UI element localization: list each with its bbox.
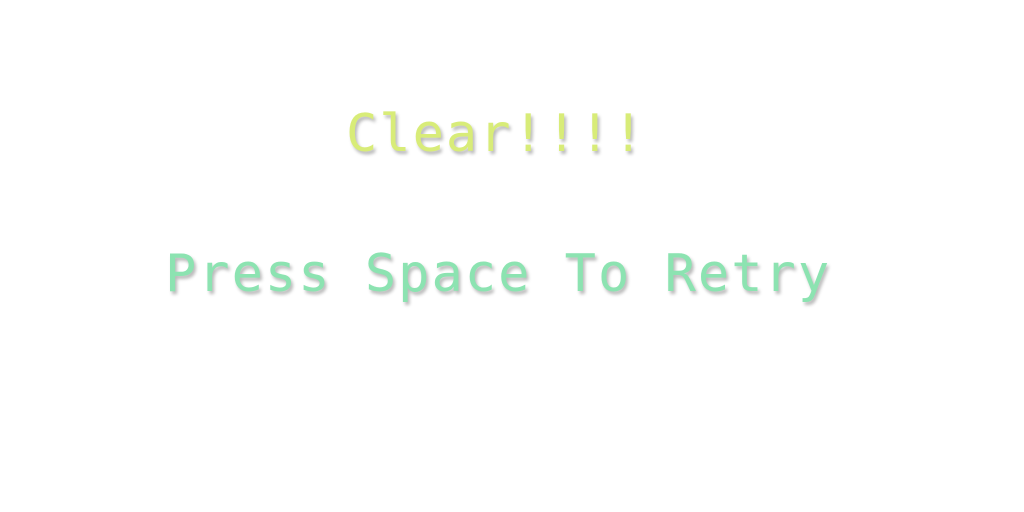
- retry-prompt: Press Space To Retry: [165, 244, 832, 304]
- clear-message: Clear!!!!: [346, 104, 646, 164]
